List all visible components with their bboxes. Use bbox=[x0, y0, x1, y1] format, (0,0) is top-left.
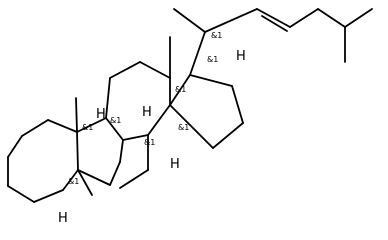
ring-d bbox=[169, 74, 244, 149]
methyl-groups bbox=[75, 36, 171, 133]
h-label-c14: H bbox=[170, 157, 180, 172]
stereo-labels: &1 &1 &1 &1 &1 &1 &1 &1 bbox=[68, 31, 222, 186]
ring-b bbox=[76, 117, 124, 196]
stereo-label-c20: &1 bbox=[211, 31, 222, 40]
stereo-label-c17: &1 bbox=[207, 55, 218, 64]
ring-a bbox=[7, 119, 79, 203]
stereo-label-c5: &1 bbox=[68, 177, 79, 186]
stereo-label-c14: &1 bbox=[178, 123, 189, 132]
side-chain bbox=[173, 8, 373, 76]
h-label-c17: H bbox=[236, 49, 246, 64]
h-label-c5: H bbox=[58, 211, 68, 226]
h-label-c9: H bbox=[96, 107, 106, 122]
h-label-c8: H bbox=[142, 105, 152, 120]
ring-b-lower bbox=[119, 134, 149, 189]
hydrogen-labels: H H H H H bbox=[58, 49, 246, 226]
stereo-label-c8: &1 bbox=[144, 138, 155, 147]
stereo-label-c9: &1 bbox=[110, 116, 121, 125]
stereo-label-c10: &1 bbox=[82, 123, 93, 132]
ring-c bbox=[105, 61, 171, 141]
stereo-label-c13: &1 bbox=[175, 85, 186, 94]
